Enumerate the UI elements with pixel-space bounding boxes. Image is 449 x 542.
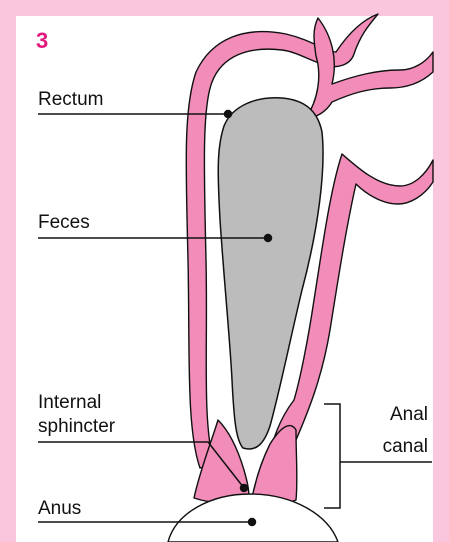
- label-feces: Feces: [38, 212, 90, 233]
- label-internal-sphincter-line1: Internal: [38, 392, 101, 413]
- label-anal-canal-line1: Anal: [390, 404, 428, 425]
- leader-rectum-dot: [225, 111, 232, 118]
- label-anal-canal-line2: canal: [383, 436, 428, 457]
- label-rectum: Rectum: [38, 89, 103, 110]
- panel-number: 3: [36, 28, 48, 53]
- label-internal-sphincter-line2: sphincter: [38, 416, 116, 437]
- leader-feces-dot: [265, 235, 272, 242]
- leader-anus-dot: [249, 519, 256, 526]
- leader-internal-sphincter-dot: [241, 485, 248, 492]
- label-anus: Anus: [38, 498, 81, 519]
